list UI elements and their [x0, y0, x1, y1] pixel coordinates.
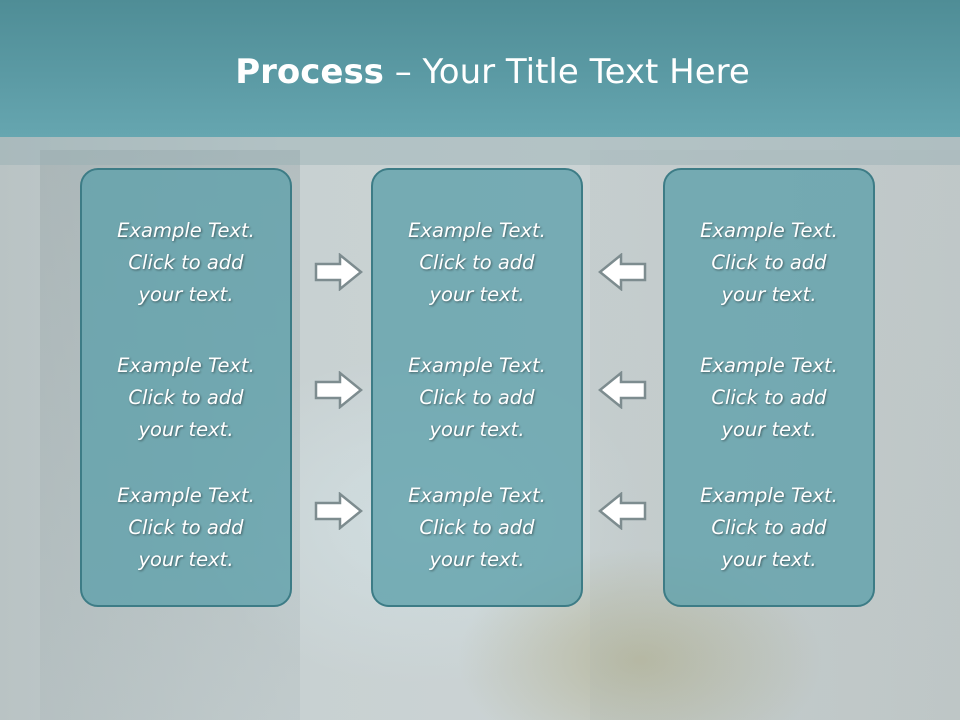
process-box-left[interactable]: Example Text. Click to add your text. Ex…	[80, 168, 292, 607]
arrow-right-icon	[314, 492, 364, 530]
slide-title[interactable]: Process – Your Title Text Here	[0, 52, 960, 92]
text-placeholder[interactable]: Example Text. Click to add your text.	[117, 219, 255, 306]
process-box-right[interactable]: Example Text. Click to add your text. Ex…	[663, 168, 875, 607]
slide-title-rest: – Your Title Text Here	[383, 52, 750, 92]
arrow-left-icon	[597, 253, 647, 291]
text-placeholder[interactable]: Example Text. Click to add your text.	[700, 354, 838, 441]
text-placeholder[interactable]: Example Text. Click to add your text.	[700, 484, 838, 571]
arrow-left-icon	[597, 371, 647, 409]
title-bar-band	[0, 137, 960, 165]
text-placeholder[interactable]: Example Text. Click to add your text.	[117, 484, 255, 571]
slide-title-bold: Process	[235, 52, 384, 92]
text-placeholder[interactable]: Example Text. Click to add your text.	[700, 219, 838, 306]
arrow-left-icon	[597, 492, 647, 530]
process-box-center[interactable]: Example Text. Click to add your text. Ex…	[371, 168, 583, 607]
text-placeholder[interactable]: Example Text. Click to add your text.	[408, 219, 546, 306]
arrow-right-icon	[314, 253, 364, 291]
arrow-right-icon	[314, 371, 364, 409]
text-placeholder[interactable]: Example Text. Click to add your text.	[408, 484, 546, 571]
text-placeholder[interactable]: Example Text. Click to add your text.	[408, 354, 546, 441]
text-placeholder[interactable]: Example Text. Click to add your text.	[117, 354, 255, 441]
title-bar	[0, 0, 960, 137]
